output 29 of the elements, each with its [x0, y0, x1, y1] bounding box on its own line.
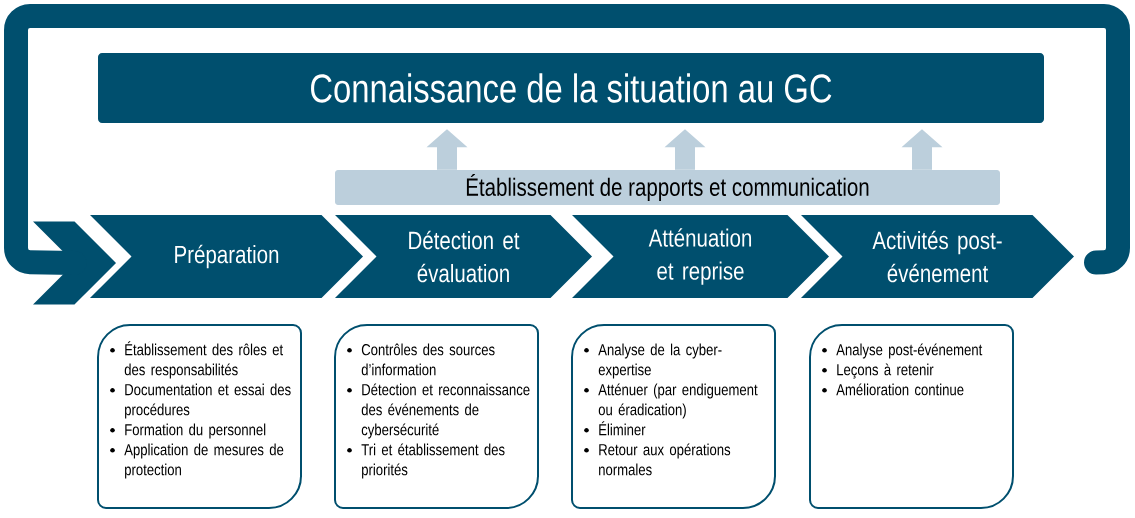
bullet-item: Application de mesures de protection: [110, 443, 284, 479]
chevron-step: Atténuation et reprise: [572, 215, 829, 298]
bullet-item: Contrôles des sources d’information: [347, 343, 495, 376]
bullet-list-box: [809, 324, 1014, 509]
bullet-item: Établissement des rôles et des responsabilités: [110, 341, 283, 379]
node-label: Détection et évaluation: [409, 230, 520, 283]
chevron-step: Préparation: [90, 215, 363, 298]
bullet-item: Détection et reconnaissance des événements de cybersécurité: [347, 383, 530, 439]
node-label: Préparation: [175, 244, 279, 269]
bullet-item: Analyse post-événement: [822, 343, 983, 359]
bullet-item: Retour aux opérations normales: [584, 443, 731, 476]
bullet-list-box: [571, 324, 776, 509]
bullet-item: Formation du personnel: [110, 423, 266, 439]
top-band: Connaissance de la situation au GC: [98, 53, 1044, 123]
bullet-item: Éliminer: [584, 421, 646, 436]
chevron-arrow: [33, 221, 116, 305]
bullet-item: Documentation et essai des procédures: [110, 383, 291, 419]
node-label: Activités post-événement: [872, 230, 1002, 283]
chevron-step: Activités post-événement: [801, 215, 1074, 298]
bullet-item: Amélioration continue: [822, 383, 964, 396]
node-label: Atténuation et reprise: [648, 228, 752, 285]
bullet-item: Analyse de la cyber-expertise: [584, 343, 722, 379]
bullet-list-box: [334, 324, 539, 509]
bullet-item: Leçons à retenir: [822, 363, 934, 379]
reporting-band: Établissement de rapports et communication: [335, 170, 1000, 205]
bullet-list-box: [97, 324, 302, 509]
bullet-item: Tri et établissement des priorités: [347, 443, 505, 479]
chevron-step: Détection et évaluation: [335, 215, 592, 298]
bullet-item: Atténuer (par endiguement ou éradication): [584, 383, 758, 419]
